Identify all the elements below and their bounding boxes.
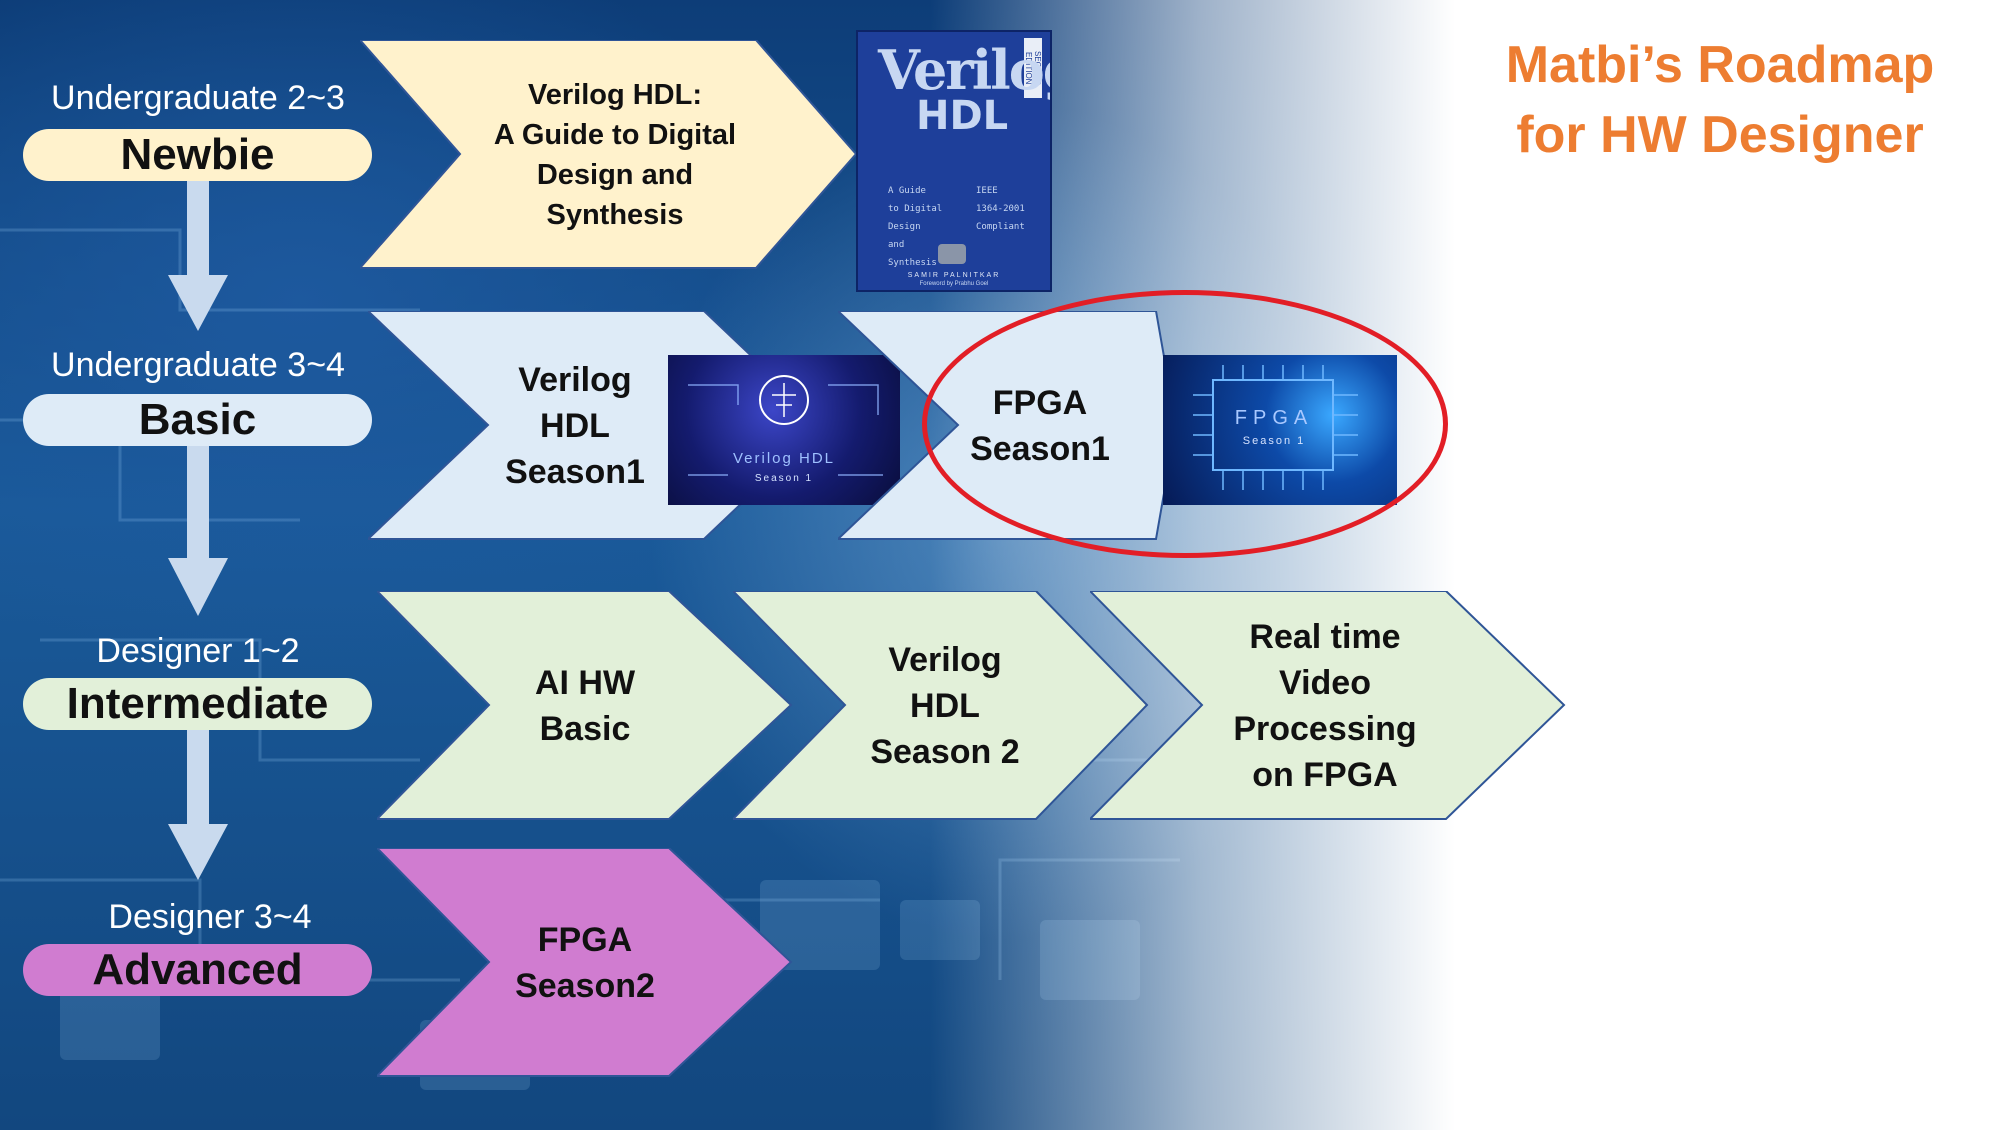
book-author: SAMIR PALNITKAR bbox=[907, 272, 1001, 279]
chevron-fpga-s2 bbox=[377, 848, 793, 1077]
down-arrow-2 bbox=[168, 446, 228, 616]
level-stage-newbie: Undergraduate 2~3 bbox=[51, 79, 345, 117]
verilog-s1-thumbnail: Verilog HDL Season 1 bbox=[668, 355, 900, 505]
roadmap-title: Matbi’s Roadmap for HW Designer bbox=[1460, 30, 1980, 170]
edition-tag: SECOND EDITION bbox=[1024, 38, 1042, 98]
course-fpga-s2: FPGA Season2 bbox=[515, 921, 655, 1005]
verilog-s1-thumb-title: Verilog HDL bbox=[732, 450, 836, 467]
down-arrow-1 bbox=[168, 181, 228, 331]
book-title-top: Verilog bbox=[878, 38, 1050, 102]
book-left-text: A Guide to Digital Design and Synthesis bbox=[888, 186, 943, 268]
course-realtime-video: Real time Video Processing on FPGA bbox=[1233, 618, 1417, 794]
course-verilog-s1: Verilog HDL Season1 bbox=[505, 361, 645, 491]
chevron-ai-hw-basic bbox=[377, 591, 793, 820]
highlight-circle bbox=[922, 290, 1448, 558]
down-arrow-3 bbox=[168, 730, 228, 880]
level-basic: Basic bbox=[23, 394, 372, 446]
book-foreword: Foreword by Prabhu Goel bbox=[919, 281, 989, 287]
brain-head-icon bbox=[688, 375, 883, 476]
course-verilog-s2: Verilog HDL Season 2 bbox=[870, 641, 1020, 771]
book-cover-image: SECOND EDITION Verilog HDL A Guide to Di… bbox=[856, 30, 1052, 292]
level-newbie: Newbie bbox=[23, 129, 372, 181]
course-ai-hw-basic: AI HW Basic bbox=[534, 664, 636, 748]
title-line-1: Matbi’s Roadmap bbox=[1505, 36, 1935, 94]
course-verilog-book: Verilog HDL: A Guide to Digital Design a… bbox=[493, 79, 737, 231]
chevron-realtime-video bbox=[1090, 591, 1566, 820]
chip-icon bbox=[938, 244, 966, 264]
chevron-verilog-book bbox=[360, 40, 858, 269]
book-right-text: IEEE 1364-2001 Compliant bbox=[976, 186, 1025, 232]
chevron-verilog-s2 bbox=[733, 591, 1149, 820]
level-stage-advanced: Designer 3~4 bbox=[108, 898, 312, 936]
level-intermediate: Intermediate bbox=[23, 678, 372, 730]
title-line-2: for HW Designer bbox=[1516, 106, 1924, 164]
level-advanced: Advanced bbox=[23, 944, 372, 996]
verilog-s1-thumb-subtitle: Season 1 bbox=[754, 473, 814, 484]
book-title-bottom: HDL bbox=[916, 93, 1009, 139]
level-stage-intermediate: Designer 1~2 bbox=[96, 632, 300, 670]
level-stage-basic: Undergraduate 3~4 bbox=[51, 346, 345, 384]
